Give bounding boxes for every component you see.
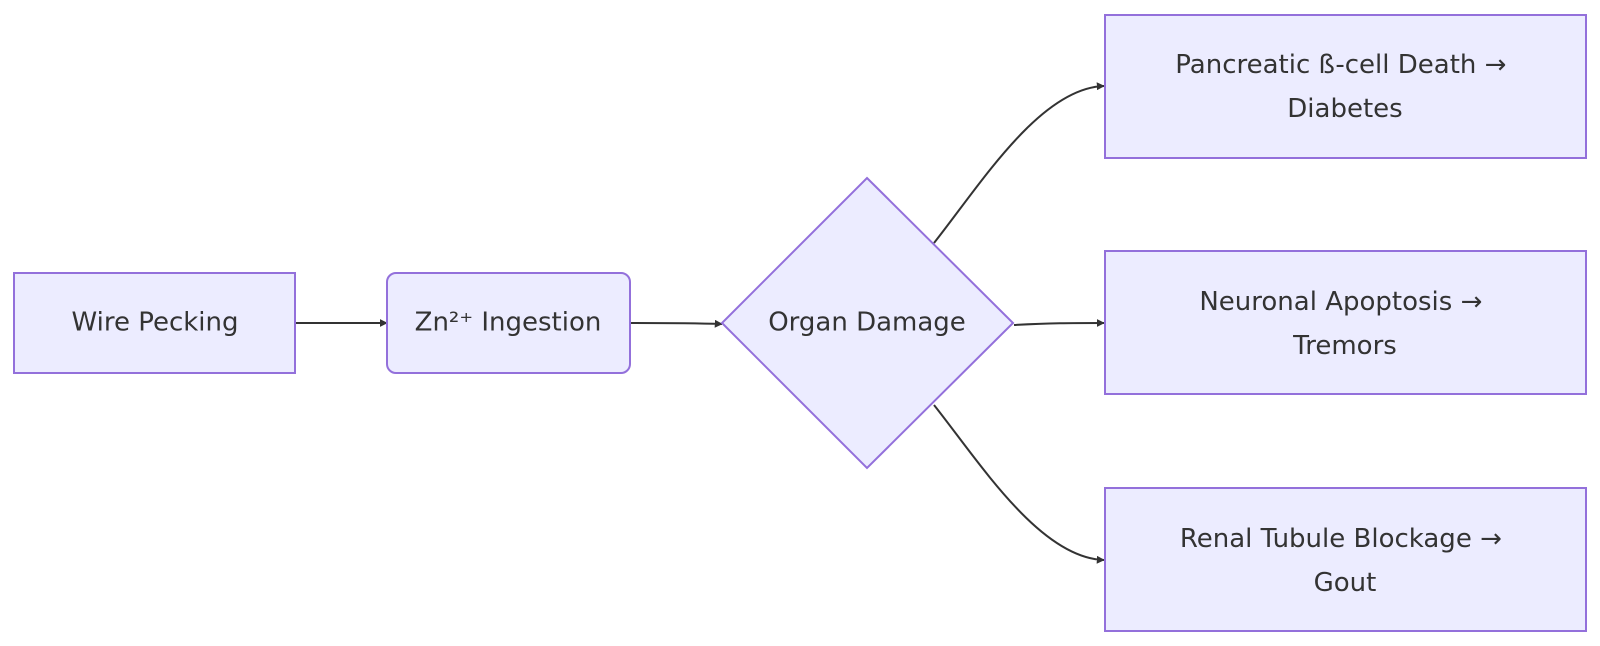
node-zn-ingestion-box: [386, 272, 631, 374]
edge-organ-to-pancreatic: [933, 82, 1105, 244]
node-renal-box: [1104, 487, 1587, 632]
node-organ-damage[interactable]: Organ Damage: [720, 176, 1015, 470]
node-neuronal-apoptosis[interactable]: Neuronal Apoptosis → Tremors: [1104, 250, 1587, 395]
edge-organ-to-neuronal: [1013, 319, 1105, 328]
node-zn-ingestion[interactable]: Zn²⁺ Ingestion: [386, 272, 631, 374]
node-pancreatic-label-line-1: Pancreatic ß-cell Death →: [1175, 50, 1506, 80]
node-zn-ingestion-label: Zn²⁺ Ingestion: [415, 308, 602, 338]
node-wire-pecking[interactable]: Wire Pecking: [13, 272, 296, 374]
node-pancreatic-box: [1104, 14, 1587, 159]
node-organ-damage-label: Organ Damage: [768, 308, 966, 338]
node-pancreatic-label: Pancreatic ß-cell Death → Diabetes: [1175, 50, 1514, 124]
node-neuronal-label-line-2: Tremors: [1292, 331, 1397, 361]
node-pancreatic-beta-cell-death[interactable]: Pancreatic ß-cell Death → Diabetes: [1104, 14, 1587, 159]
node-organ-damage-diamond: [720, 176, 1015, 470]
edge-zn-to-organ: [630, 319, 723, 328]
node-renal-tubule-blockage[interactable]: Renal Tubule Blockage → Gout: [1104, 487, 1587, 632]
node-neuronal-label: Neuronal Apoptosis → Tremors: [1199, 287, 1490, 361]
node-wire-pecking-label: Wire Pecking: [71, 308, 238, 338]
node-pancreatic-label-line-2: Diabetes: [1287, 94, 1402, 124]
node-renal-label-line-2: Gout: [1314, 568, 1377, 598]
edge-organ-to-renal: [933, 404, 1105, 564]
node-wire-pecking-box: [13, 272, 296, 374]
edges: [295, 82, 1105, 564]
node-renal-label-line-1: Renal Tubule Blockage →: [1180, 524, 1502, 554]
node-neuronal-box: [1104, 250, 1587, 395]
node-neuronal-label-line-1: Neuronal Apoptosis →: [1199, 287, 1482, 317]
node-renal-label: Renal Tubule Blockage → Gout: [1180, 524, 1510, 598]
